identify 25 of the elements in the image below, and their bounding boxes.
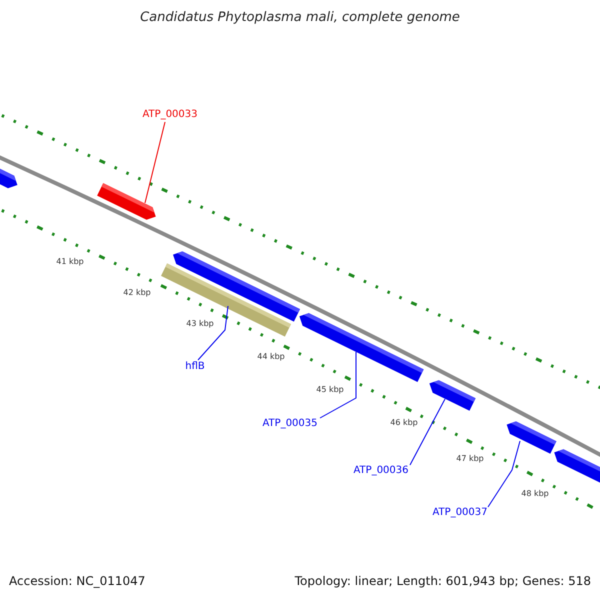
scale-label: 47 kbp	[456, 455, 484, 463]
gene-feature	[299, 313, 424, 382]
scale-label: 48 kbp	[521, 490, 549, 498]
gene-label: ATP_00036	[354, 466, 408, 476]
leader-line	[198, 306, 228, 360]
accession-text: Accession: NC_011047	[9, 575, 146, 587]
gene-feature	[97, 183, 156, 220]
leader-line	[320, 352, 356, 418]
gene-label: ATP_00037	[432, 508, 488, 518]
gene-bar	[161, 263, 291, 337]
leader-line	[488, 440, 520, 508]
leader-line	[410, 398, 446, 466]
gene-label: ATP_00033	[142, 110, 198, 120]
gene-feature	[429, 380, 476, 411]
scale-label: 41 kbp	[56, 258, 84, 266]
diagram-title: Candidatus Phytoplasma mali, complete genome	[140, 11, 460, 24]
gene-label: ATP_00035	[262, 419, 318, 429]
genome-summary-text: Topology: linear; Length: 601,943 bp; Genes: 518	[294, 575, 591, 587]
leader-line	[144, 122, 166, 204]
scale-label: 43 kbp	[186, 320, 214, 328]
gene-feature	[506, 421, 556, 454]
scale-label: 46 kbp	[390, 419, 418, 427]
gene-label: hflB	[185, 362, 205, 372]
scale-label: 42 kbp	[123, 289, 151, 297]
scale-label: 44 kbp	[257, 353, 285, 361]
